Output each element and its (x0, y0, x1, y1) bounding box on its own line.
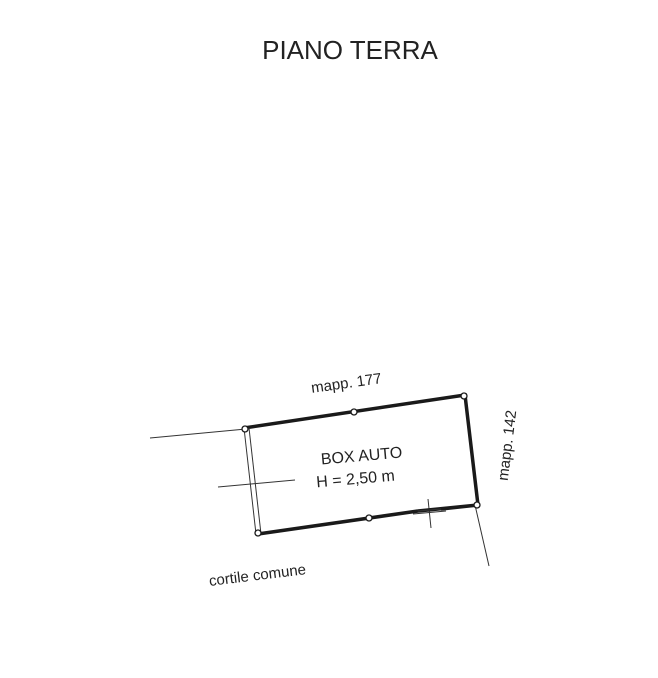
pillars (241, 392, 481, 537)
courtyard-label: cortile comune (208, 561, 307, 590)
boundary-lines (149, 428, 490, 567)
pillar-north-mid (350, 408, 358, 416)
west-boundary-line (149, 428, 247, 439)
room-name-label: BOX AUTO (320, 444, 403, 468)
garage-west-wall-outer (243, 427, 257, 535)
pillar-se (473, 501, 481, 509)
garage-door-opening (417, 508, 442, 512)
plan-title: PIANO TERRA (262, 35, 438, 65)
pillar-ne (460, 392, 468, 400)
room-height-label: H = 2,50 m (316, 468, 396, 492)
east-boundary-line (474, 504, 490, 567)
garage-west-wall-inner (248, 427, 262, 535)
pillar-sw (254, 529, 262, 537)
pillar-south-mid (365, 514, 373, 522)
door-tick-vertical (427, 498, 432, 529)
east-parcel-label: mapp. 142 (495, 409, 521, 481)
inner-reference-line (217, 479, 296, 488)
north-parcel-label: mapp. 177 (310, 370, 383, 397)
pillar-nw (241, 425, 249, 433)
